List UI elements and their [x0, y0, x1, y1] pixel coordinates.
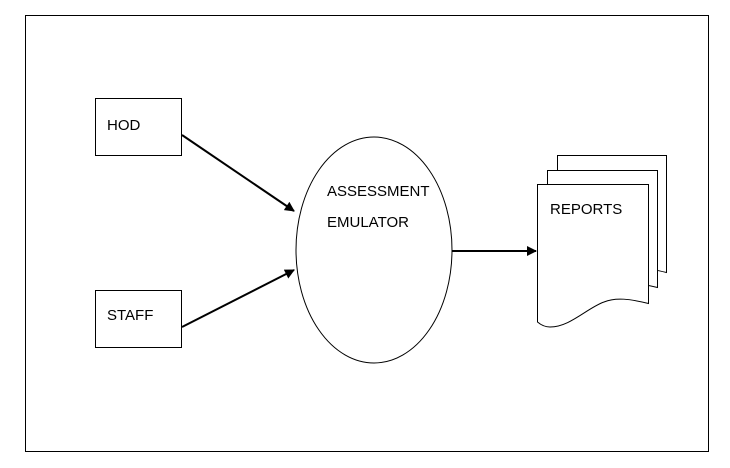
staff-entity: STAFF [95, 290, 182, 348]
process-label-line2: EMULATOR [327, 214, 409, 231]
arrow-hod-to-process [181, 134, 295, 212]
arrow-staff-to-process [181, 269, 295, 328]
report-page-front [537, 184, 649, 328]
hod-label: HOD [107, 117, 141, 134]
hod-entity: HOD [95, 98, 182, 156]
assessment-emulator-process: ASSESSMENT EMULATOR [295, 136, 453, 364]
process-label-line1: ASSESSMENT [327, 183, 430, 200]
staff-label: STAFF [107, 307, 153, 324]
hod-box [95, 98, 182, 156]
reports-document-stack: REPORTS [537, 155, 667, 328]
reports-label: REPORTS [550, 201, 622, 218]
diagram-frame [25, 15, 709, 452]
process-ellipse [295, 136, 453, 364]
staff-box [95, 290, 182, 348]
